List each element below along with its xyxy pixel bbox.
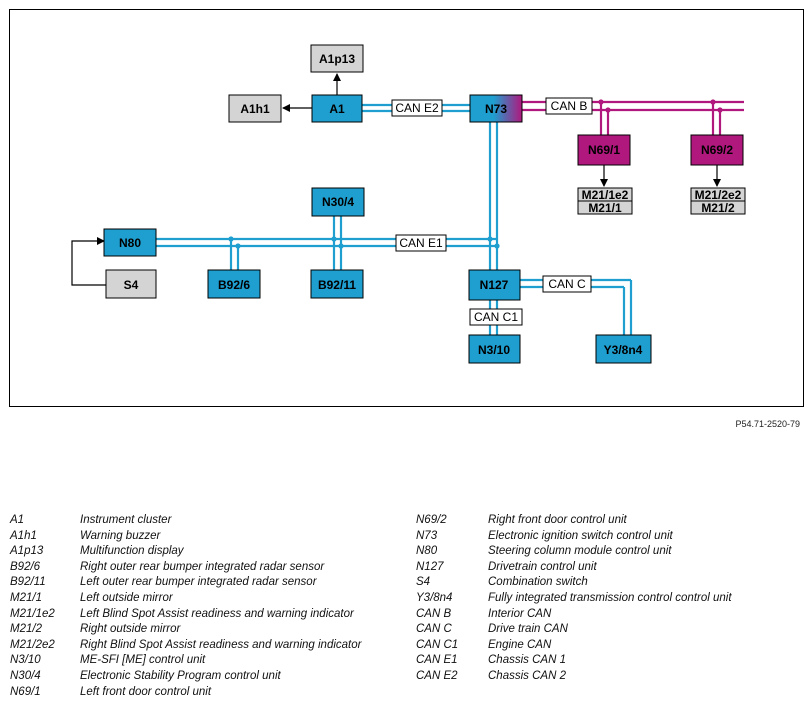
- bus-labels: CAN E2 CAN B CAN E1 CAN C CAN C1: [391, 97, 593, 326]
- svg-text:N30/4: N30/4: [322, 195, 354, 209]
- svg-text:N69/1: N69/1: [588, 143, 620, 157]
- svg-text:M21/2: M21/2: [701, 201, 735, 215]
- box-n69-1: N69/1: [577, 134, 631, 166]
- junction-dots: [228, 99, 723, 249]
- svg-text:B92/6: B92/6: [218, 278, 250, 292]
- box-s4: S4: [105, 269, 157, 299]
- arrow-s4-to-n80: [71, 237, 106, 286]
- label-can-b: CAN B: [545, 97, 593, 115]
- svg-text:Y3/8n4: Y3/8n4: [604, 343, 643, 357]
- box-b92-6: B92/6: [207, 269, 261, 299]
- box-n73: N73: [469, 94, 523, 123]
- box-m21-1e2: M21/1e2: [577, 187, 633, 202]
- svg-text:N69/2: N69/2: [701, 143, 733, 157]
- box-b92-11: B92/11: [310, 269, 364, 299]
- svg-text:CAN B: CAN B: [551, 99, 588, 113]
- svg-text:M21/1e2: M21/1e2: [582, 188, 629, 202]
- box-m21-1: M21/1: [577, 200, 633, 215]
- box-y3-8n4: Y3/8n4: [595, 334, 652, 364]
- label-can-e2: CAN E2: [391, 99, 443, 117]
- box-m21-2e2: M21/2e2: [690, 187, 746, 202]
- svg-text:CAN E1: CAN E1: [399, 236, 443, 250]
- components: A1p13 A1h1 A1 N73 N69/1 N69/2 M21/1e2 M: [103, 44, 746, 364]
- label-can-c1: CAN C1: [469, 308, 523, 326]
- box-a1h1: A1h1: [228, 94, 282, 123]
- figure-id: P54.71-2520-79: [735, 419, 800, 429]
- svg-text:A1p13: A1p13: [319, 52, 355, 66]
- svg-text:B92/11: B92/11: [318, 278, 356, 292]
- box-n127: N127: [468, 269, 521, 301]
- svg-text:CAN C1: CAN C1: [474, 310, 518, 324]
- svg-text:N80: N80: [119, 236, 141, 250]
- svg-text:M21/2e2: M21/2e2: [695, 188, 742, 202]
- box-a1: A1: [311, 94, 363, 123]
- svg-text:A1h1: A1h1: [240, 102, 270, 116]
- label-can-c: CAN C: [542, 275, 592, 293]
- svg-text:N73: N73: [485, 102, 507, 116]
- bus-lines: [156, 100, 744, 335]
- svg-text:A1: A1: [329, 102, 345, 116]
- label-can-e1: CAN E1: [395, 234, 447, 252]
- svg-text:M21/1: M21/1: [588, 201, 622, 215]
- diagram-frame: [9, 9, 804, 407]
- box-a1p13: A1p13: [310, 44, 364, 73]
- box-n30-4: N30/4: [311, 187, 365, 217]
- svg-text:S4: S4: [124, 278, 139, 292]
- box-n3-10: N3/10: [468, 334, 521, 364]
- wiring-diagram: A1p13 A1h1 A1 N73 N69/1 N69/2 M21/1e2 M: [9, 9, 804, 407]
- svg-text:CAN C: CAN C: [548, 277, 586, 291]
- svg-text:N127: N127: [480, 278, 509, 292]
- arrows: [71, 73, 721, 286]
- svg-text:CAN E2: CAN E2: [395, 101, 439, 115]
- box-m21-2: M21/2: [690, 200, 746, 215]
- box-n80: N80: [103, 228, 157, 257]
- svg-text:N3/10: N3/10: [478, 343, 510, 357]
- box-n69-2: N69/2: [690, 134, 744, 166]
